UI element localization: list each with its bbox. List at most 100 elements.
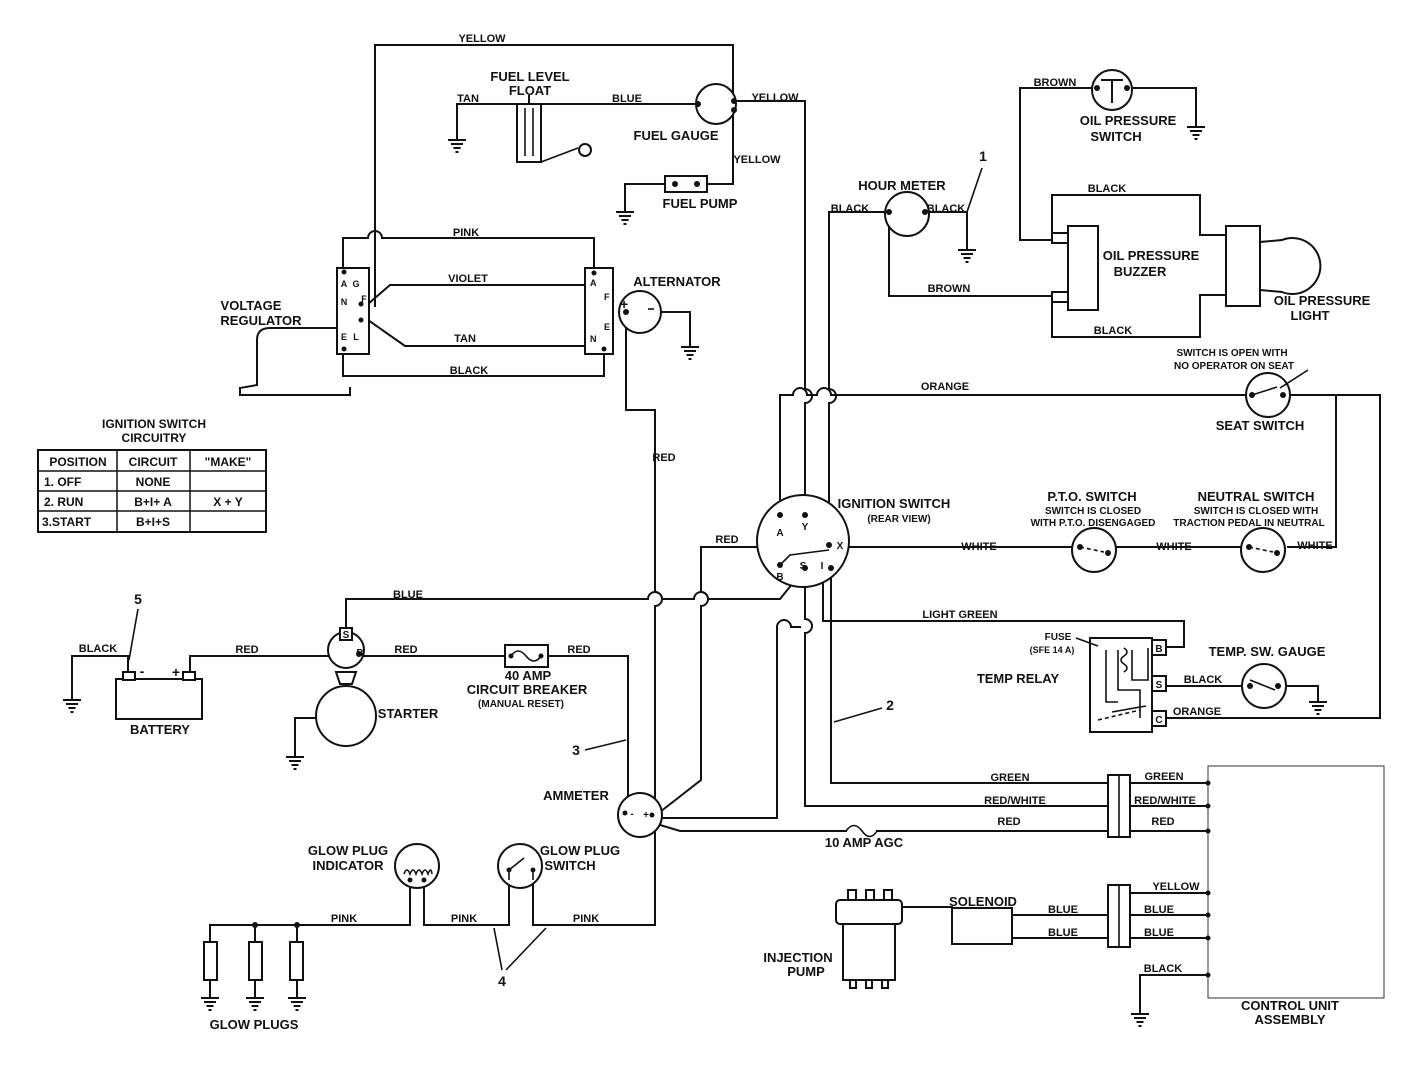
vr-terminal-f: F bbox=[361, 294, 367, 304]
agc-fuse-10a: 10 AMP AGC bbox=[825, 824, 904, 850]
injection-pump-label-1: INJECTION bbox=[763, 950, 832, 965]
wire-label-blue-starter: BLUE bbox=[393, 589, 423, 601]
wire-label-yellow-cu: YELLOW bbox=[1152, 881, 1200, 893]
seat-switch: SWITCH IS OPEN WITH NO OPERATOR ON SEAT … bbox=[1174, 348, 1309, 433]
callout-1: 1 bbox=[979, 148, 987, 164]
wire-label-white-1: WHITE bbox=[961, 541, 996, 553]
wire-label-red-cu: RED bbox=[1151, 816, 1174, 828]
glow-plugs: GLOW PLUGS bbox=[203, 922, 304, 1032]
wire-label-tan-vr: TAN bbox=[454, 333, 476, 345]
wire-label-orange-relay: ORANGE bbox=[1173, 706, 1221, 718]
starter-terminal-s: S bbox=[343, 630, 350, 641]
relay-terminal-b: B bbox=[1155, 644, 1162, 655]
wire-label-black-cu: BLACK bbox=[1144, 963, 1183, 975]
glow-plug-switch-label-2: SWITCH bbox=[544, 858, 595, 873]
hour-meter: HOUR METER bbox=[858, 178, 946, 237]
ignition-table-row3-circuit: B+I+S bbox=[136, 515, 170, 529]
fuel-gauge: FUEL GAUGE bbox=[634, 83, 737, 143]
fuel-pump: FUEL PUMP bbox=[663, 175, 738, 211]
fuel-pump-label: FUEL PUMP bbox=[663, 196, 738, 211]
alternator-label: ALTERNATOR bbox=[633, 274, 721, 289]
seat-switch-label: SEAT SWITCH bbox=[1216, 418, 1305, 433]
fuel-level-float: FUEL LEVEL FLOAT bbox=[490, 69, 592, 163]
alt-terminal-a: A bbox=[590, 278, 597, 288]
ignition-table-row2-make: X + Y bbox=[213, 495, 242, 509]
pto-switch-note-2: WITH P.T.O. DISENGAGED bbox=[1031, 518, 1156, 529]
ignition-switch-label: IGNITION SWITCH bbox=[838, 496, 951, 511]
wire-label-tan-float: TAN bbox=[457, 93, 479, 105]
pto-switch-label: P.T.O. SWITCH bbox=[1047, 489, 1136, 504]
ignition-switch-view: (REAR VIEW) bbox=[867, 514, 930, 525]
wire-label-black-hm-left: BLACK bbox=[831, 203, 870, 215]
battery: - + BATTERY bbox=[115, 663, 203, 737]
wire-label-red-starter: RED bbox=[394, 644, 417, 656]
pto-switch: P.T.O. SWITCH SWITCH IS CLOSED WITH P.T.… bbox=[1031, 489, 1156, 573]
wire-label-white-2: WHITE bbox=[1156, 541, 1191, 553]
oil-pressure-light: OIL PRESSURE LIGHT bbox=[1225, 225, 1371, 323]
control-unit-assembly: CONTROL UNIT ASSEMBLY bbox=[1205, 765, 1385, 1027]
wire-label-blue-sol-1: BLUE bbox=[1048, 904, 1078, 916]
callout-3: 3 bbox=[572, 742, 580, 758]
ammeter: - + AMMETER bbox=[543, 788, 663, 838]
oil-pressure-switch: OIL PRESSURE SWITCH bbox=[1080, 69, 1177, 144]
wire-label-blue-cu-1: BLUE bbox=[1144, 904, 1174, 916]
wire-label-yellow-top: YELLOW bbox=[458, 33, 506, 45]
ammeter-terminal-plus: + bbox=[643, 810, 649, 821]
neutral-switch: NEUTRAL SWITCH SWITCH IS CLOSED WITH TRA… bbox=[1173, 489, 1325, 573]
ign-terminal-i: I bbox=[821, 561, 824, 572]
control-unit-label-2: ASSEMBLY bbox=[1254, 1012, 1325, 1027]
circuit-breaker-label-1: 40 AMP bbox=[505, 668, 552, 683]
solenoid-label: SOLENOID bbox=[949, 894, 1017, 909]
ignition-table-title-1: IGNITION SWITCH bbox=[102, 417, 206, 431]
connectors bbox=[1107, 774, 1131, 948]
wire-label-black-batt: BLACK bbox=[79, 643, 118, 655]
glow-plug-indicator-label-2: INDICATOR bbox=[312, 858, 384, 873]
ignition-table-title-2: CIRCUITRY bbox=[122, 431, 187, 445]
glow-plug-indicator: GLOW PLUG INDICATOR bbox=[308, 843, 440, 889]
ignition-table-row1-position: 1. OFF bbox=[44, 475, 81, 489]
alt-terminal-e: E bbox=[604, 322, 610, 332]
relay-terminal-s: S bbox=[1156, 680, 1163, 691]
ignition-table-row2-circuit: B+I+ A bbox=[134, 495, 172, 509]
wire-label-white-3: WHITE bbox=[1297, 540, 1332, 552]
wire-label-violet: VIOLET bbox=[448, 273, 488, 285]
injection-pump: INJECTION PUMP bbox=[763, 889, 903, 989]
wire-label-black-hm-right: BLACK bbox=[927, 203, 966, 215]
voltage-regulator: A G N F E L VOLTAGE REGULATOR bbox=[220, 267, 370, 396]
fuel-level-float-label-1: FUEL LEVEL bbox=[490, 69, 569, 84]
vr-terminal-e: E bbox=[341, 332, 347, 342]
ign-terminal-x: X bbox=[837, 541, 844, 552]
ignition-switch-table: IGNITION SWITCH CIRCUITRY POSITION CIRCU… bbox=[37, 417, 267, 533]
wire-label-red-white-2: RED/WHITE bbox=[1134, 795, 1196, 807]
callout-4: 4 bbox=[498, 973, 506, 989]
oil-pressure-switch-label-2: SWITCH bbox=[1090, 129, 1141, 144]
wire-label-black-buzzer-top: BLACK bbox=[1088, 183, 1127, 195]
neutral-switch-label: NEUTRAL SWITCH bbox=[1198, 489, 1315, 504]
neutral-switch-note-2: TRACTION PEDAL IN NEUTRAL bbox=[1173, 518, 1324, 529]
wire-label-blue-sol-2: BLUE bbox=[1048, 927, 1078, 939]
battery-label: BATTERY bbox=[130, 722, 190, 737]
fuse-label-2: (SFE 14 A) bbox=[1030, 645, 1075, 655]
ignition-switch: A Y X B S I IGNITION SWITCH (REAR VIEW) bbox=[756, 494, 951, 588]
starter-terminal-b: B bbox=[356, 648, 363, 659]
wire-label-pink-gp-1: PINK bbox=[331, 913, 357, 925]
ign-terminal-a: A bbox=[776, 528, 783, 539]
fuel-gauge-label: FUEL GAUGE bbox=[634, 128, 719, 143]
pto-switch-note-1: SWITCH IS CLOSED bbox=[1045, 506, 1141, 517]
ignition-table-header-circuit: CIRCUIT bbox=[129, 455, 178, 469]
alt-terminal-n: N bbox=[590, 334, 597, 344]
relay-terminal-c: C bbox=[1155, 715, 1162, 726]
starter-label: STARTER bbox=[378, 706, 439, 721]
wire-labels: YELLOW TAN BLUE YELLOW YELLOW PINK VIOLE… bbox=[79, 33, 1333, 975]
wire-label-green-1: GREEN bbox=[990, 772, 1029, 784]
glow-plugs-label: GLOW PLUGS bbox=[210, 1017, 299, 1032]
oil-pressure-light-label-2: LIGHT bbox=[1291, 308, 1330, 323]
wire-label-red-batt: RED bbox=[235, 644, 258, 656]
circuit-breaker-40a: 40 AMP CIRCUIT BREAKER (MANUAL RESET) bbox=[467, 644, 588, 710]
wire-label-orange-seat: ORANGE bbox=[921, 381, 969, 393]
seat-switch-note-2: NO OPERATOR ON SEAT bbox=[1174, 361, 1294, 372]
oil-pressure-buzzer: OIL PRESSURE BUZZER bbox=[1051, 225, 1200, 311]
ignition-table-row1-circuit: NONE bbox=[136, 475, 171, 489]
wire-label-pink-gp-3: PINK bbox=[573, 913, 599, 925]
